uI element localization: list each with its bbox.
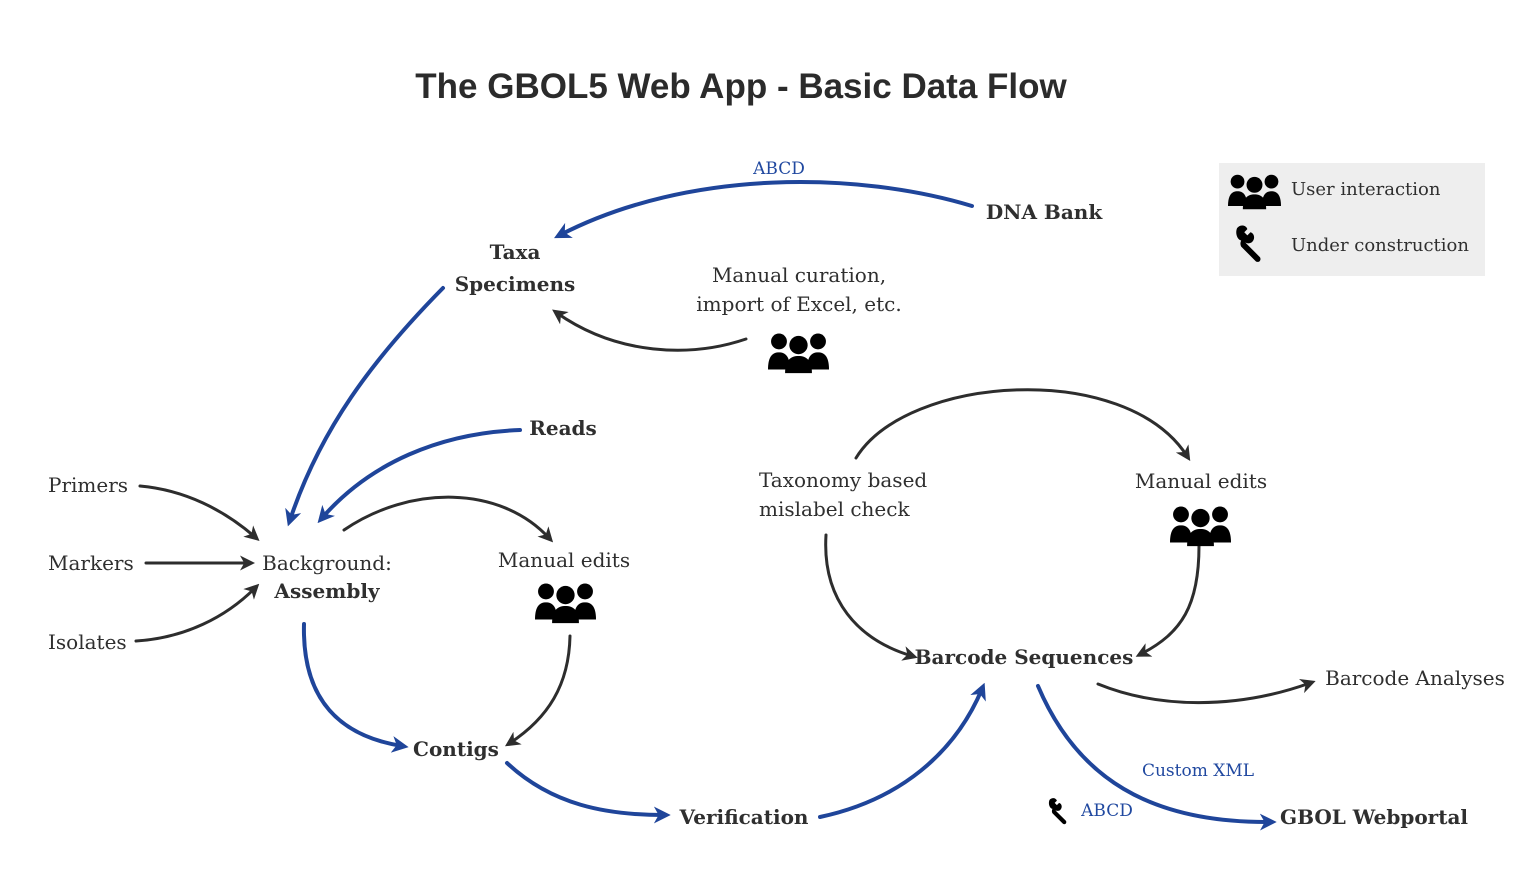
edge-label-abcd-top: ABCD xyxy=(752,159,805,179)
node-barcode-sequences: Barcode Sequences xyxy=(915,645,1134,669)
legend: User interaction Under construction xyxy=(1219,163,1485,276)
node-manual-curation-line2: import of Excel, etc. xyxy=(696,292,901,316)
edge-curation-to-specimens xyxy=(552,309,748,352)
nodes: Taxa Specimens DNA Bank Manual curation,… xyxy=(48,200,1505,829)
page-title: The GBOL5 Web App - Basic Data Flow xyxy=(415,67,1067,106)
node-gbol-webportal: GBOL Webportal xyxy=(1280,805,1468,829)
edge-specimens-to-assembly xyxy=(285,286,445,527)
user-group-icon xyxy=(535,583,596,624)
node-taxonomy-check-line2: mislabel check xyxy=(759,497,910,521)
node-isolates: Isolates xyxy=(48,630,127,654)
node-barcode-analyses: Barcode Analyses xyxy=(1325,666,1505,690)
edge-check-to-barcode-sequences xyxy=(824,533,918,661)
edge-contigs-to-verification xyxy=(505,761,671,824)
edge-primers-to-assembly xyxy=(138,484,260,541)
legend-background xyxy=(1219,163,1485,276)
edge-dna-bank-to-taxa xyxy=(554,180,974,239)
node-specimens: Specimens xyxy=(455,272,576,296)
edge-barcode-to-analyses xyxy=(1096,678,1316,705)
node-manual-edits-right: Manual edits xyxy=(1135,469,1267,493)
node-contigs: Contigs xyxy=(413,737,499,761)
edge-barcode-to-webportal xyxy=(1036,684,1277,831)
edge-check-to-manual-edits xyxy=(854,388,1191,462)
edge-label-custom-xml: Custom XML xyxy=(1142,761,1254,781)
node-dna-bank: DNA Bank xyxy=(986,200,1104,224)
node-manual-edits-left: Manual edits xyxy=(498,548,630,572)
user-group-icon xyxy=(1228,174,1281,210)
edge-isolates-to-assembly xyxy=(134,583,260,643)
edge-assembly-to-manual-edits xyxy=(342,495,554,543)
edge-reads-to-assembly xyxy=(317,428,522,524)
edge-manual-edits-to-contigs xyxy=(504,634,572,747)
edges xyxy=(134,180,1316,831)
edge-labels: ABCD Custom XML ABCD xyxy=(752,159,1254,825)
legend-user-interaction-label: User interaction xyxy=(1291,179,1441,200)
user-group-icon xyxy=(1170,506,1231,547)
node-taxa: Taxa xyxy=(490,240,541,264)
edge-assembly-to-contigs xyxy=(301,622,409,753)
edge-label-abcd-bottom: ABCD xyxy=(1080,801,1133,821)
node-taxonomy-check-line1: Taxonomy based xyxy=(759,468,927,492)
legend-under-construction-label: Under construction xyxy=(1291,235,1469,256)
edge-verification-to-barcode-sequences xyxy=(818,682,986,819)
node-primers: Primers xyxy=(48,473,128,497)
node-background: Background: xyxy=(262,551,392,575)
wrench-icon xyxy=(1048,798,1067,825)
node-reads: Reads xyxy=(529,416,597,440)
node-manual-curation-line1: Manual curation, xyxy=(712,263,886,287)
node-assembly: Assembly xyxy=(273,579,381,603)
node-verification: Verification xyxy=(679,805,809,829)
user-group-icon xyxy=(768,333,829,374)
node-markers: Markers xyxy=(48,551,134,575)
edge-manual-edits-to-barcode-sequences xyxy=(1135,544,1201,657)
